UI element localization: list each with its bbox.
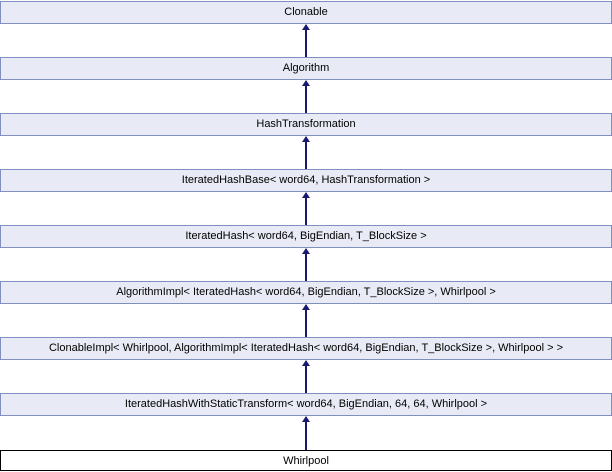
arrowhead-up-icon [302,80,310,86]
class-node-clonableimpl[interactable]: ClonableImpl< Whirlpool, AlgorithmImpl< … [0,337,612,360]
arrowhead-up-icon [302,360,310,366]
inheritance-arrow [302,304,310,337]
inheritance-arrow [302,80,310,113]
inheritance-arrow [302,136,310,169]
arrowhead-up-icon [302,248,310,254]
arrowhead-up-icon [302,416,310,422]
inheritance-arrow [302,248,310,281]
class-node-algorithm[interactable]: Algorithm [0,57,612,80]
class-node-iteratedhashwithstatictransform[interactable]: IteratedHashWithStaticTransform< word64,… [0,393,612,416]
arrowhead-up-icon [302,24,310,30]
inheritance-arrow [302,360,310,393]
inheritance-arrow [302,192,310,225]
class-node-whirlpool-current: Whirlpool [0,450,612,471]
class-node-clonable[interactable]: Clonable [0,1,612,24]
arrowhead-up-icon [302,192,310,198]
class-node-iteratedhash[interactable]: IteratedHash< word64, BigEndian, T_Block… [0,225,612,248]
arrowhead-up-icon [302,304,310,310]
inheritance-arrow [302,24,310,57]
inheritance-arrow [302,416,310,450]
class-node-algorithmimpl[interactable]: AlgorithmImpl< IteratedHash< word64, Big… [0,281,612,304]
class-node-iteratedhashbase[interactable]: IteratedHashBase< word64, HashTransforma… [0,169,612,192]
arrowhead-up-icon [302,136,310,142]
class-node-hashtransformation[interactable]: HashTransformation [0,113,612,136]
